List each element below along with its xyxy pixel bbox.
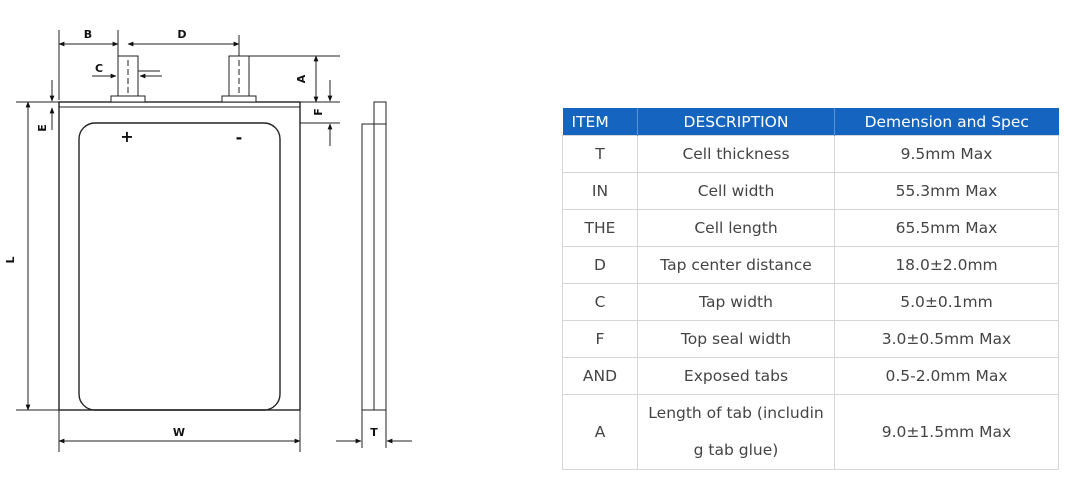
table-row: D Tap center distance 18.0±2.0mm [562,246,1059,284]
cell-description: Exposed tabs [637,357,835,395]
cell-item: THE [562,209,638,247]
table-row: THE Cell length 65.5mm Max [562,209,1059,247]
negative-tab-glue [221,95,257,103]
table-row: C Tap width 5.0±0.1mm [562,283,1059,321]
cell-description: Tap center distance [637,246,835,284]
cell-spec: 55.3mm Max [834,172,1059,210]
header-spec: Demension and Spec [834,108,1059,136]
positive-tab-glue [110,95,146,103]
positive-tab [117,55,139,97]
dim-label-e: E [36,124,49,132]
cell-pocket [78,122,281,411]
cell-item: A [562,394,638,470]
cell-item: T [562,135,638,173]
cell-description: Tap width [637,283,835,321]
dim-label-f: F [312,108,325,116]
header-item: ITEM [562,108,638,136]
dim-label-w: W [173,426,185,439]
cell-description: Cell width [637,172,835,210]
cell-description: Top seal width [637,320,835,358]
cell-item: C [562,283,638,321]
cell-spec: 9.0±1.5mm Max [834,394,1059,470]
table-row: F Top seal width 3.0±0.5mm Max [562,320,1059,358]
dim-label-a: A [295,74,308,83]
table-header-row: ITEM DESCRIPTION Demension and Spec [562,108,1059,136]
cell-description: Cell length [637,209,835,247]
cell-spec: 0.5-2.0mm Max [834,357,1059,395]
cell-description: Cell thickness [637,135,835,173]
table-row: T Cell thickness 9.5mm Max [562,135,1059,173]
table-row: AND Exposed tabs 0.5-2.0mm Max [562,357,1059,395]
battery-dimension-drawing: B D C A F E L W T + - [4,28,412,452]
negative-terminal-sign: - [236,128,243,147]
table-row: IN Cell width 55.3mm Max [562,172,1059,210]
cell-description: Length of tab (including tab glue) [637,394,835,470]
spec-table: ITEM DESCRIPTION Demension and Spec T Ce… [562,108,1059,470]
dim-label-t: T [370,426,378,439]
cell-item: D [562,246,638,284]
cell-spec: 65.5mm Max [834,209,1059,247]
dim-label-d: D [177,28,186,41]
dim-label-l: L [4,256,17,263]
cell-item: IN [562,172,638,210]
table-row: A Length of tab (including tab glue) 9.0… [562,394,1059,470]
cell-spec: 5.0±0.1mm [834,283,1059,321]
header-description: DESCRIPTION [637,108,835,136]
dim-label-c: C [95,62,103,75]
cell-body [58,101,301,411]
positive-terminal-sign: + [120,127,133,146]
cell-spec: 18.0±2.0mm [834,246,1059,284]
cell-item: AND [562,357,638,395]
side-seal [373,101,387,125]
cell-item: F [562,320,638,358]
dim-label-b: B [84,28,92,41]
cell-spec: 3.0±0.5mm Max [834,320,1059,358]
cell-spec: 9.5mm Max [834,135,1059,173]
